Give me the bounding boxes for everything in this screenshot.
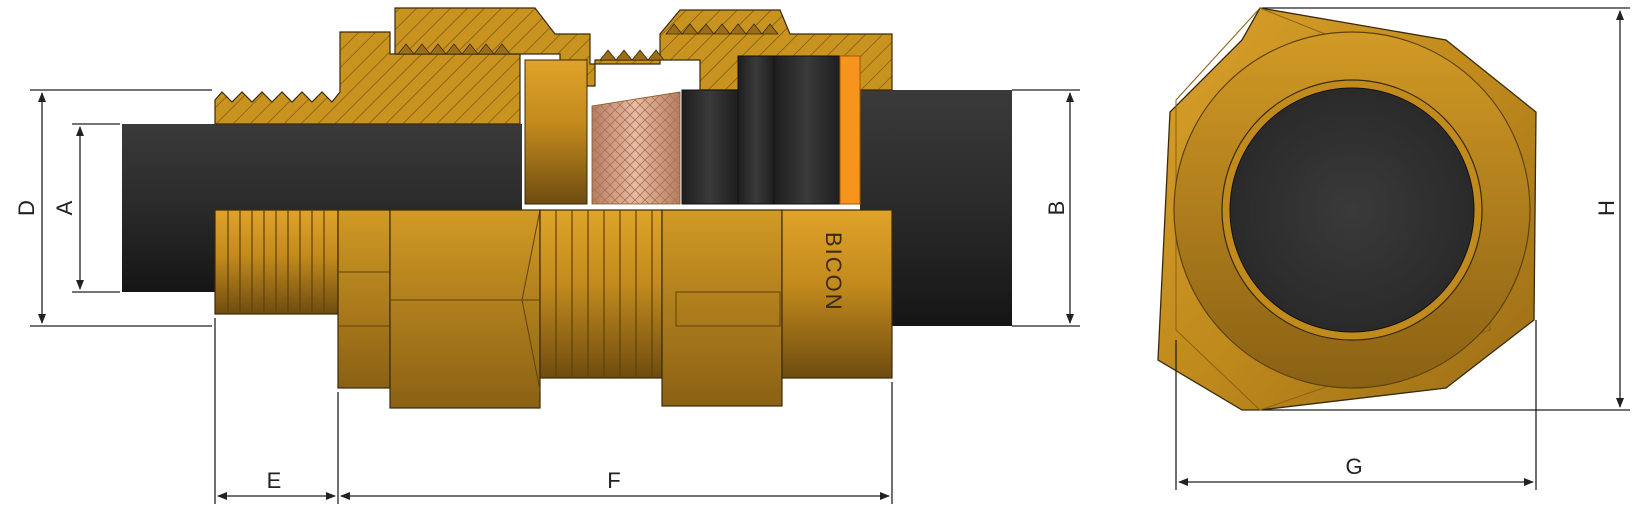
- cap-nut-hex: [661, 209, 783, 407]
- cap-nut-shroud: [781, 209, 893, 379]
- orange-seal: [839, 55, 861, 205]
- nut-thread-section: [397, 23, 779, 61]
- dimension-annotations: D A B E F G H: [14, 7, 1630, 504]
- gland-end-view: [1157, 7, 1537, 411]
- seal-ring-2: [737, 55, 775, 205]
- gland-side-view: BICON: [122, 7, 1012, 409]
- dim-label-B: B: [1044, 201, 1069, 216]
- cable-end: [1229, 87, 1475, 333]
- dim-label-D: D: [14, 200, 39, 216]
- dim-label-E: E: [267, 468, 282, 493]
- entry-body-section: [214, 31, 521, 125]
- middle-thread: [539, 209, 663, 379]
- dim-label-H: H: [1594, 200, 1619, 216]
- entry-thread-ridges: [227, 210, 325, 314]
- dim-label-G: G: [1345, 454, 1362, 479]
- dim-label-A: A: [52, 200, 77, 215]
- seal-ring-3: [773, 55, 841, 205]
- body-hex: [389, 209, 541, 409]
- middle-thread-ridges: [555, 210, 653, 378]
- inner-cone: [524, 59, 588, 205]
- entry-hex: [337, 209, 391, 389]
- brand-marking: BICON: [821, 232, 846, 312]
- armour-braid-weave: [592, 92, 680, 204]
- dim-label-F: F: [607, 468, 620, 493]
- seal-ring-1: [681, 89, 739, 205]
